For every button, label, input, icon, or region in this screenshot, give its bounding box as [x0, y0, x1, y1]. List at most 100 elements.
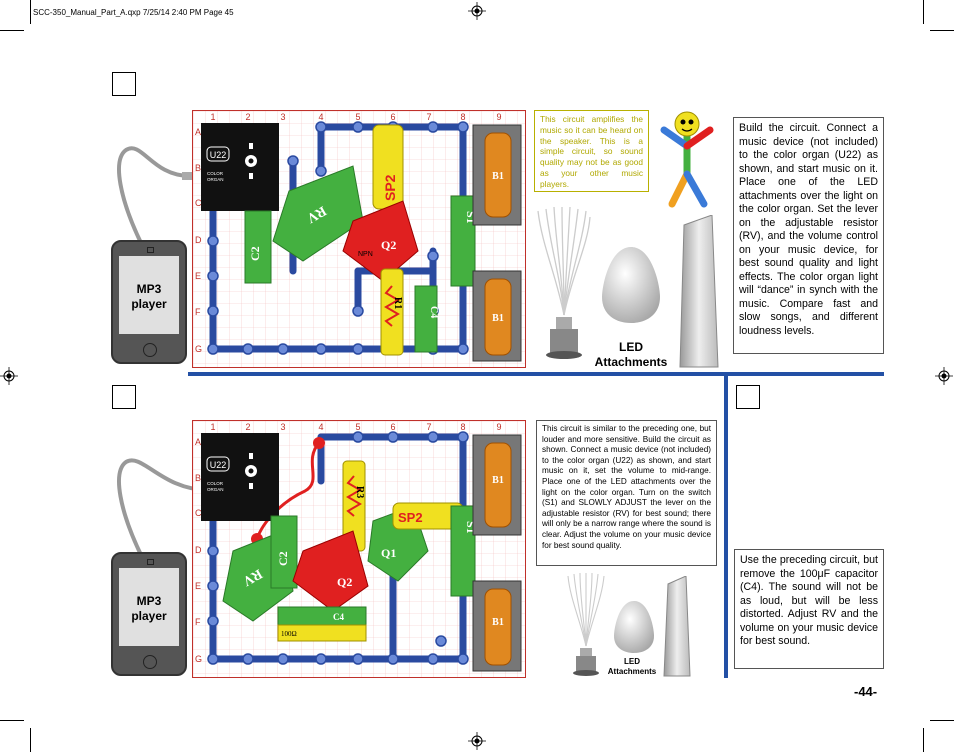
c4-label: C4 — [333, 612, 344, 622]
npn-label: NPN — [358, 251, 373, 258]
svg-text:ORGAN: ORGAN — [207, 177, 224, 182]
mp3-screen: MP3 player — [119, 568, 179, 646]
r1-label: R1 — [392, 297, 403, 309]
led-fiber-attachment-icon — [567, 572, 605, 676]
row-label: C — [195, 508, 202, 518]
registration-mark-icon — [0, 367, 18, 385]
speaker-label: SP2 — [398, 510, 423, 525]
registration-mark-icon — [468, 732, 486, 750]
col-label: 8 — [460, 112, 465, 122]
b1-label: B1 — [492, 475, 504, 486]
row-label: B — [195, 473, 201, 483]
col-label: 2 — [245, 112, 250, 122]
svg-text:ORGAN: ORGAN — [207, 487, 224, 492]
registration-mark-icon — [935, 367, 953, 385]
mp3-screen: MP3 player — [119, 256, 179, 334]
crop-mark — [30, 728, 31, 752]
led-tube-attachment-icon — [679, 215, 719, 368]
section-divider — [188, 372, 884, 376]
col-label: 8 — [460, 422, 465, 432]
led-attachments-label: LED Attachments — [594, 340, 668, 369]
crop-mark — [30, 0, 31, 24]
col-label: 9 — [496, 112, 501, 122]
r1-value: 100Ω — [281, 630, 297, 638]
mp3-label: MP3 — [136, 594, 162, 608]
mp3-speaker-dot — [147, 247, 154, 253]
q2-label: Q2 — [381, 238, 396, 252]
led-attachments-label: LED Attachments — [607, 657, 657, 676]
svg-text:COLOR: COLOR — [207, 171, 224, 176]
mascot-figure-icon — [660, 111, 714, 208]
speaker-label: SP2 — [382, 174, 398, 201]
crop-mark — [930, 720, 954, 721]
col-label: 3 — [280, 422, 285, 432]
mp3-label: MP3 — [136, 282, 162, 296]
project-instructions: This circuit is similar to the preceding… — [536, 420, 717, 566]
row-label: G — [195, 654, 202, 664]
row-label: A — [195, 127, 201, 137]
col-label: 2 — [245, 422, 250, 432]
registration-mark-icon — [468, 2, 486, 20]
u22-label: U22 — [210, 460, 227, 470]
row-label: F — [195, 307, 201, 317]
col-label: 1 — [210, 422, 215, 432]
mp3-player: MP3 player — [111, 240, 187, 364]
mp3-label: player — [131, 297, 167, 311]
led-fiber-attachment-icon — [537, 206, 591, 359]
q2-label: Q2 — [337, 575, 352, 589]
col-label: 7 — [426, 422, 431, 432]
project-number-box — [112, 385, 136, 409]
led-egg-attachment-icon — [602, 247, 660, 323]
svg-text:COLOR: COLOR — [207, 481, 224, 486]
circuit-diagram: U22 COLOR ORGAN RV C2 SP2 Q2 NPN R1 C4 S… — [193, 111, 525, 367]
mp3-player: MP3 player — [111, 552, 187, 676]
crop-mark — [923, 0, 924, 24]
c2-label: C2 — [276, 551, 290, 566]
b1-label: B1 — [492, 171, 504, 182]
crop-mark — [930, 30, 954, 31]
mp3-home-button — [143, 655, 157, 669]
row-label: F — [195, 617, 201, 627]
project-instructions: Use the preceding circuit, but remove th… — [734, 549, 884, 669]
col-label: 4 — [318, 422, 323, 432]
col-label: 6 — [390, 112, 395, 122]
col-label: 5 — [355, 422, 360, 432]
mp3-speaker-dot — [147, 559, 154, 565]
project-instructions: Build the circuit. Connect a music devic… — [733, 117, 884, 354]
mp3-home-button — [143, 343, 157, 357]
row-label: D — [195, 545, 202, 555]
b1-label: B1 — [492, 617, 504, 628]
row-label: G — [195, 344, 202, 354]
row-label: E — [195, 581, 201, 591]
col-label: 4 — [318, 112, 323, 122]
mp3-player-cable — [117, 146, 192, 246]
c4-label: C4 — [428, 306, 439, 318]
crop-mark — [0, 30, 24, 31]
col-label: 5 — [355, 112, 360, 122]
circuit-diagram: U22 COLOR ORGAN RV C2 R3 Q2 Q1 SP2 C4 10… — [193, 421, 525, 677]
r3-label: R3 — [354, 486, 365, 498]
crop-mark — [0, 720, 24, 721]
col-label: 3 — [280, 112, 285, 122]
b1-label: B1 — [492, 313, 504, 324]
section-divider — [724, 376, 728, 678]
project-number-box — [736, 385, 760, 409]
u22-label: U22 — [210, 150, 227, 160]
led-egg-attachment-icon — [614, 601, 654, 653]
circuit-board: U22 COLOR ORGAN RV C2 SP2 Q2 NPN R1 C4 S… — [192, 110, 526, 368]
q1-label: Q1 — [381, 546, 396, 560]
row-label: D — [195, 235, 202, 245]
row-label: B — [195, 163, 201, 173]
col-label: 6 — [390, 422, 395, 432]
row-label: A — [195, 437, 201, 447]
c2-label: C2 — [248, 246, 262, 261]
row-label: C — [195, 198, 202, 208]
led-tube-attachment-icon — [663, 576, 691, 677]
col-label: 9 — [496, 422, 501, 432]
row-label: E — [195, 271, 201, 281]
circuit-board: U22 COLOR ORGAN RV C2 R3 Q2 Q1 SP2 C4 10… — [192, 420, 526, 678]
page-number: -44- — [854, 684, 878, 699]
crop-mark — [923, 728, 924, 752]
mp3-label: player — [131, 609, 167, 623]
project-number-box — [112, 72, 136, 96]
